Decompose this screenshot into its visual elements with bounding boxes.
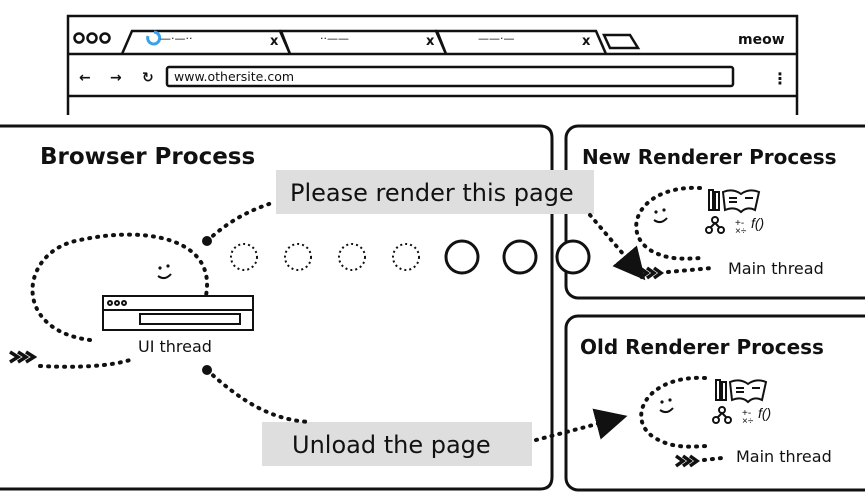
close-tab-icon[interactable]: x	[270, 34, 279, 49]
back-icon[interactable]: ←	[79, 70, 91, 86]
old-main-thread-label: Main thread	[736, 447, 832, 466]
unload-message-bg	[262, 422, 532, 466]
menu-icon[interactable]: ⋮	[772, 69, 788, 88]
close-tab-icon[interactable]: x	[426, 34, 435, 49]
url-bar	[165, 65, 735, 88]
tab-label[interactable]: ··——	[320, 32, 349, 45]
forward-icon[interactable]: →	[110, 70, 122, 86]
ui-thread-label: UI thread	[138, 337, 212, 356]
mini-browser-icon	[102, 295, 254, 331]
old-main-thread-character	[639, 375, 773, 468]
new-main-thread-character	[634, 185, 766, 280]
new-main-thread-label: Main thread	[728, 259, 824, 278]
new-renderer-title: New Renderer Process	[582, 145, 837, 169]
profile-name[interactable]: meow	[738, 32, 785, 48]
old-renderer-title: Old Renderer Process	[580, 335, 824, 359]
tab	[435, 29, 608, 55]
old-renderer-box	[564, 314, 865, 492]
render-message-bg	[276, 170, 594, 214]
url-text[interactable]: www.othersite.com	[174, 69, 294, 84]
close-tab-icon[interactable]: x	[582, 34, 591, 49]
render-message: Please render this page	[290, 179, 574, 207]
unload-arrow-head	[534, 408, 628, 442]
reload-icon[interactable]: ↻	[142, 70, 154, 86]
loading-icon	[146, 30, 162, 46]
browser-process-title: Browser Process	[40, 144, 255, 170]
tab-label[interactable]: ——·—	[478, 32, 515, 45]
unload-arrow	[205, 368, 312, 424]
unload-message: Unload the page	[292, 431, 491, 459]
ui-thread-character	[9, 232, 254, 369]
tab-active	[120, 29, 292, 55]
tab	[279, 29, 448, 55]
browser-process-box	[0, 124, 554, 491]
tab-label[interactable]: —·—··	[160, 32, 193, 45]
new-tab-button	[602, 33, 641, 50]
render-arrow-head	[588, 213, 646, 281]
browser-window	[66, 14, 799, 115]
window-control-icon	[73, 32, 85, 44]
render-arrow	[205, 200, 277, 243]
ipc-messages	[230, 239, 591, 275]
